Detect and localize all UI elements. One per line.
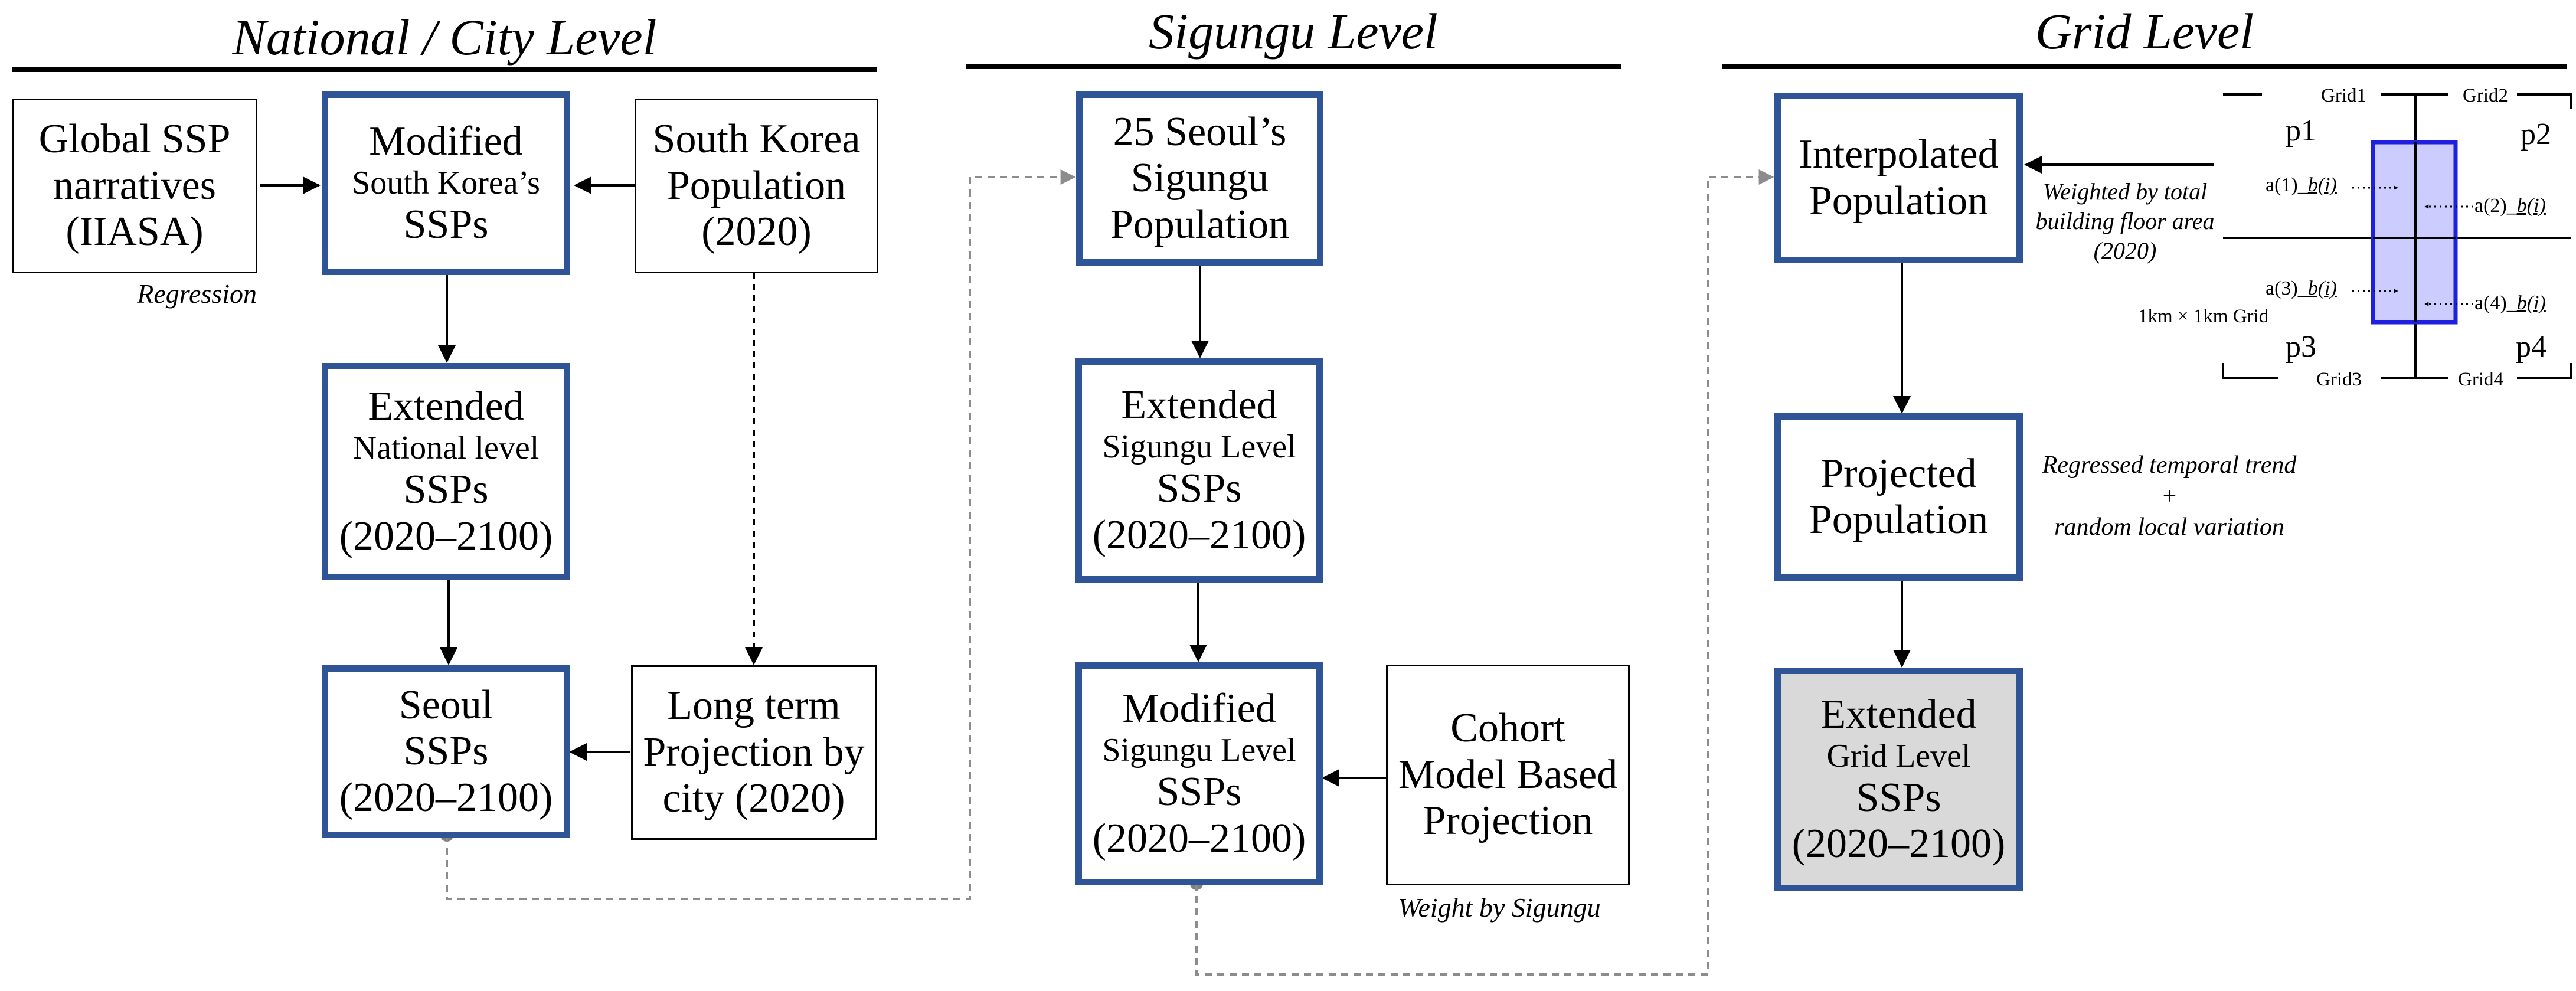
box-line: Population [666, 162, 846, 208]
box-line: Extended [1820, 691, 1977, 737]
inset-point-p3: p3 [2286, 330, 2316, 364]
box-line: Modified [1122, 686, 1276, 732]
box-line: Grid Level [1826, 737, 1971, 774]
heading-rule-national [12, 67, 877, 72]
weight-prefix: a(4)_ [2474, 292, 2517, 314]
weight-prefix: a(3)_ [2266, 277, 2308, 299]
heading-grid-level: Grid Level [2035, 3, 2254, 60]
note-line: random local variation [2054, 514, 2284, 541]
inset-weight-3: a(3)_b(i) [2266, 279, 2337, 299]
box-line: Long term [667, 683, 841, 729]
box-line: (2020–2100) [1092, 512, 1306, 558]
box-line: Sigungu Level [1102, 429, 1296, 466]
box-line: South Korea [652, 116, 861, 162]
heading-sigungu-level: Sigungu Level [1149, 3, 1438, 60]
dashed-seoul-to-sigungu [446, 169, 1076, 900]
heading-rule-sigungu [966, 64, 1621, 69]
box-line: Cohort [1450, 705, 1565, 751]
box-line: Sigungu Level [1102, 732, 1296, 769]
box-south-korea-population: South Korea Population (2020) [635, 99, 878, 273]
grid-inset [2222, 93, 2572, 379]
box-seoul-ssps: Seoul SSPs (2020–2100) [322, 665, 570, 838]
inset-label-grid2: Grid2 [2463, 85, 2508, 106]
box-global-ssp-narratives: Global SSP narratives (IIASA) [12, 99, 257, 273]
note-regressed-temporal-trend: Regressed temporal trend + random local … [2019, 450, 2320, 543]
inset-point-p2: p2 [2521, 117, 2551, 151]
box-extended-national-ssps: Extended National level SSPs (2020–2100) [322, 363, 570, 580]
note-line: building floor area [2035, 208, 2215, 234]
box-line: Projection by [643, 729, 865, 775]
box-line: (2020–2100) [1792, 821, 2006, 867]
box-line: 25 Seoul’s [1113, 109, 1287, 155]
dashed-sigungu-to-grid [1195, 169, 1774, 976]
box-line: Modified [369, 118, 523, 164]
box-line: Population [1809, 497, 1989, 542]
box-line: (IIASA) [66, 209, 204, 255]
box-line: city (2020) [662, 776, 845, 822]
inset-weight-1: a(1)_b(i) [2266, 175, 2337, 195]
box-line: Extended [1121, 382, 1277, 429]
box-interpolated-population: Interpolated Population [1774, 93, 2023, 263]
box-line: SSPs [1856, 774, 1941, 820]
note-weighted-floor-area: Weighted by total building floor area (2… [2025, 177, 2225, 266]
box-line: SSPs [1156, 466, 1242, 512]
box-line: Population [1110, 201, 1290, 247]
note-line: (2020) [2093, 237, 2157, 264]
box-line: (2020–2100) [1092, 815, 1306, 861]
box-line: Seoul [398, 682, 493, 728]
note-regression: Regression [137, 279, 257, 309]
box-line: (2020–2100) [339, 774, 553, 820]
box-long-term-projection: Long term Projection by city (2020) [631, 665, 877, 840]
box-line: Projection [1423, 798, 1593, 844]
weight-suffix: b(i) [2307, 174, 2337, 196]
inset-label-grid3: Grid3 [2316, 369, 2362, 390]
box-line: Extended [368, 384, 524, 430]
box-modified-south-korea-ssps: Modified South Korea’s SSPs [322, 91, 570, 275]
box-line: Model Based [1398, 751, 1618, 797]
weight-suffix: b(i) [2516, 195, 2546, 217]
box-line: SSPs [403, 201, 489, 247]
inset-label-grid1: Grid1 [2321, 85, 2366, 106]
inset-weight-2: a(2)_b(i) [2474, 196, 2546, 216]
box-line: South Korea’s [352, 165, 540, 202]
box-line: SSPs [403, 467, 489, 513]
inset-point-p1: p1 [2286, 114, 2316, 148]
box-line: (2020–2100) [339, 513, 553, 559]
box-projected-population: Projected Population [1774, 413, 2023, 581]
box-modified-sigungu-ssps: Modified Sigungu Level SSPs (2020–2100) [1075, 662, 1323, 885]
box-line: narratives [53, 162, 216, 208]
note-line: + [2160, 482, 2178, 510]
weight-suffix: b(i) [2516, 292, 2546, 314]
box-extended-grid-ssps: Extended Grid Level SSPs (2020–2100) [1774, 668, 2023, 891]
note-line: Regressed temporal trend [2042, 452, 2297, 479]
box-line: Global SSP [38, 116, 231, 162]
box-line: SSPs [403, 728, 489, 774]
box-line: SSPs [1156, 769, 1242, 815]
box-line: Interpolated [1799, 132, 1999, 178]
box-line: National level [352, 430, 540, 467]
note-weight-by-sigungu: Weight by Sigungu [1398, 892, 1601, 923]
weight-prefix: a(2)_ [2474, 195, 2517, 217]
note-line: Weighted by total [2042, 178, 2208, 205]
inset-cell-size-label: 1km × 1km Grid [2138, 306, 2269, 327]
inset-weight-4: a(4)_b(i) [2474, 293, 2546, 313]
box-line: Sigungu [1130, 155, 1269, 201]
inset-label-grid4: Grid4 [2458, 369, 2503, 390]
box-seoul-sigungu-population: 25 Seoul’s Sigungu Population [1076, 91, 1323, 266]
inset-point-p4: p4 [2516, 330, 2546, 364]
heading-national-city-level: National / City Level [232, 9, 657, 66]
box-cohort-model-projection: Cohort Model Based Projection [1386, 665, 1630, 885]
box-line: (2020) [701, 209, 812, 255]
heading-rule-grid [1722, 64, 2567, 69]
box-extended-sigungu-ssps: Extended Sigungu Level SSPs (2020–2100) [1075, 358, 1323, 583]
weight-suffix: b(i) [2307, 277, 2337, 299]
box-line: Projected [1820, 450, 1977, 496]
box-line: Population [1809, 178, 1989, 224]
weight-prefix: a(1)_ [2266, 174, 2308, 196]
